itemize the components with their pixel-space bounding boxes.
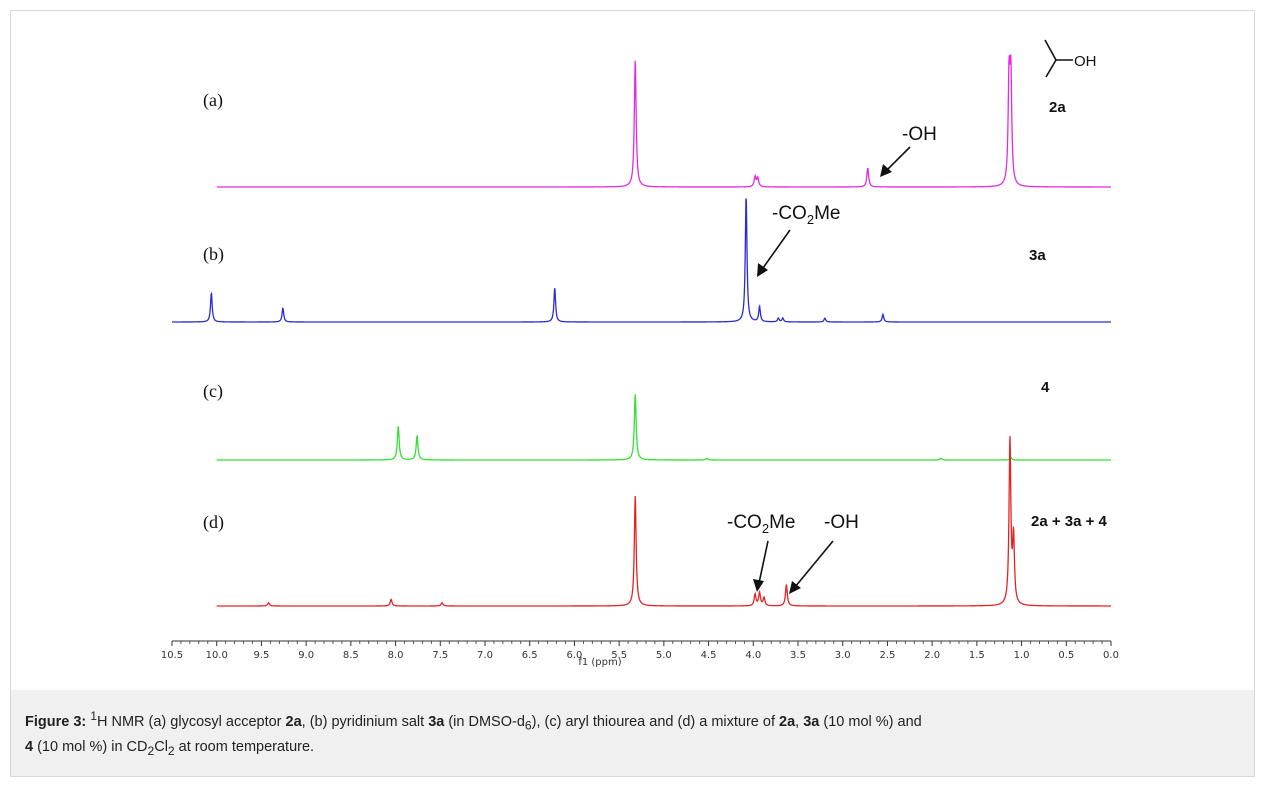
structure-oh-label: OH: [1074, 53, 1097, 70]
caption-sub: 6: [524, 718, 532, 733]
oh-arrow-d: [789, 540, 834, 594]
spectrum-label-d: (d): [203, 512, 224, 533]
x-tick-label: 10.5: [161, 650, 183, 661]
compound-label-4: 4: [1041, 379, 1050, 396]
compound-label-3a: 3a: [1029, 247, 1046, 264]
oh-annotation-d: -OH: [824, 512, 859, 533]
x-tick-label: 4.5: [701, 650, 717, 661]
co2me-annotation-b: -CO2Me: [772, 203, 840, 227]
x-tick-label: 3.5: [790, 650, 806, 661]
x-tick-label: 2.0: [924, 650, 940, 661]
caption-text: at room temperature.: [174, 738, 315, 755]
spectrum-trace-b: [172, 198, 1111, 323]
caption-text: (in DMSO-d: [444, 713, 525, 730]
caption-text: ), (c) aryl thiourea and (d) a mixture o…: [531, 713, 780, 730]
x-tick-label: 0.0: [1103, 650, 1119, 661]
caption-text: , (b) pyridinium salt: [301, 713, 429, 730]
spectrum-label-c: (c): [203, 381, 223, 402]
x-axis-ticks: 10.5 10.0 9.5 9.0 8.5 8.0 7.5 7.0 6.5 6.0 5.5 5.0 4.…: [161, 641, 1119, 661]
caption-text: ,: [795, 713, 804, 730]
compound-label-2a: 2a: [1049, 99, 1066, 116]
caption-text: (10 mol %) and: [819, 713, 922, 730]
caption-bold: 2a: [285, 713, 302, 730]
caption-sub: 2: [147, 743, 155, 758]
oh-annotation-a: -OH: [902, 124, 937, 145]
x-tick-label: 10.0: [206, 650, 228, 661]
isopropanol-structure: [1044, 39, 1073, 78]
x-tick-label: 3.0: [835, 650, 851, 661]
caption-bold: 2a: [779, 713, 796, 730]
x-tick-label: 0.5: [1058, 650, 1074, 661]
x-tick-label: 7.0: [477, 650, 493, 661]
spectrum-label-a: (a): [203, 90, 223, 111]
x-tick-label: 5.5: [611, 650, 627, 661]
spectrum-label-b: (b): [203, 244, 224, 265]
spectrum-trace-a: [216, 54, 1111, 188]
x-tick-label: 2.5: [879, 650, 895, 661]
oh-arrow-a: [880, 146, 911, 177]
caption-text: (10 mol %) in CD: [33, 738, 148, 755]
co2me-arrow-b: [757, 229, 791, 277]
figure-caption: Figure 3: 1H NMR (a) glycosyl acceptor 2…: [11, 690, 1254, 776]
x-tick-label: 9.0: [298, 650, 314, 661]
x-tick-label: 6.0: [566, 650, 582, 661]
co2me-annotation-d: -CO2Me: [727, 512, 795, 536]
caption-sup: 1: [90, 709, 97, 723]
spectra-layer: [172, 54, 1111, 607]
x-tick-label: 8.0: [388, 650, 404, 661]
caption-text: Cl: [154, 738, 168, 755]
caption-text: H NMR (a) glycosyl acceptor: [96, 713, 286, 730]
x-tick-label: 9.5: [253, 650, 269, 661]
x-tick-label: 4.0: [745, 650, 761, 661]
caption-figure-label: Figure 3:: [25, 713, 87, 730]
caption-bold: 4: [25, 738, 34, 755]
compound-label-mixture: 2a + 3a + 4: [1031, 513, 1108, 530]
x-axis-label: f1 (ppm): [578, 657, 621, 668]
caption-bold: 3a: [428, 713, 445, 730]
nmr-spectrum-chart: 10.5 10.0 9.5 9.0 8.5 8.0 7.5 7.0 6.5 6.0 5.5 5.0 4.…: [161, 39, 1119, 668]
x-tick-label: 1.0: [1014, 650, 1030, 661]
caption-bold: 3a: [803, 713, 820, 730]
x-tick-label: 1.5: [969, 650, 985, 661]
x-tick-label: 5.0: [656, 650, 672, 661]
caption-sub: 2: [167, 743, 175, 758]
x-tick-label: 7.5: [432, 650, 448, 661]
x-tick-label: 8.5: [343, 650, 359, 661]
co2me-arrow-d: [753, 540, 769, 592]
spectrum-trace-d: [216, 436, 1111, 607]
figure-frame: [10, 10, 1255, 777]
spectrum-trace-c: [216, 394, 1111, 461]
x-tick-label: 6.5: [522, 650, 538, 661]
